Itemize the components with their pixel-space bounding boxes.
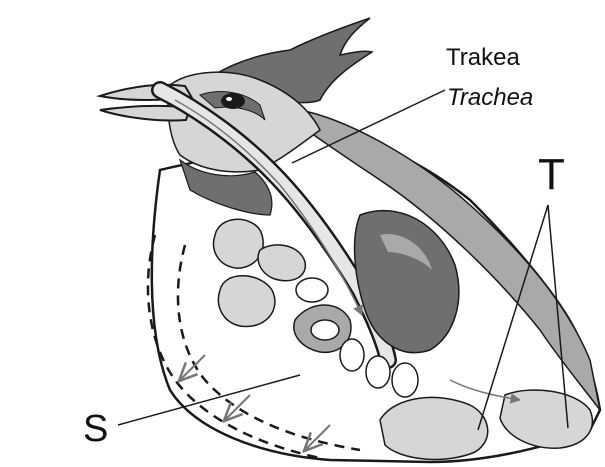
label-s: S <box>83 410 108 448</box>
label-trakea: Trakea <box>446 46 520 70</box>
anterior-air-sac <box>214 219 264 268</box>
bronchial-ring <box>366 356 390 388</box>
anterior-air-sac <box>218 276 274 327</box>
bronchial-ring <box>340 339 364 371</box>
posterior-air-sac <box>380 397 488 459</box>
bronchial-ring <box>311 320 339 340</box>
eye <box>221 93 245 109</box>
bronchial-ring <box>296 278 328 302</box>
label-t: T <box>538 153 565 197</box>
label-trachea: Trachea <box>447 86 533 110</box>
eye-highlight <box>226 97 232 101</box>
bronchial-ring <box>392 363 418 397</box>
